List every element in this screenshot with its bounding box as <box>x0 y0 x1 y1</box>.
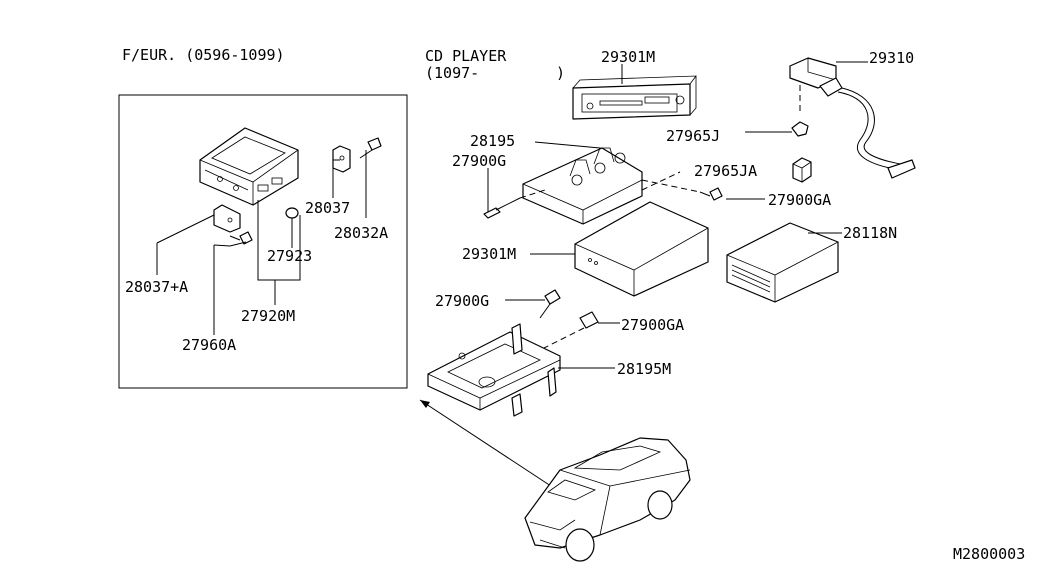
cd-unit-29301M <box>574 201 709 297</box>
label-27900GA-top: 27900GA <box>768 191 831 209</box>
screw-27960A <box>229 231 253 245</box>
label-27923: 27923 <box>267 247 312 265</box>
leader-28037A <box>156 214 215 244</box>
variant-inset-box <box>118 94 408 389</box>
label-29301M-top: 29301M <box>601 48 655 66</box>
cd-player-header: CD PLAYER <box>425 47 507 65</box>
label-27965JA: 27965JA <box>694 162 757 180</box>
label-28032A: 28032A <box>334 224 388 242</box>
label-29310: 29310 <box>869 49 914 67</box>
label-28037: 28037 <box>305 199 350 217</box>
knob-27923 <box>285 207 299 219</box>
bracket-28037-A <box>213 204 241 233</box>
bracket-28037 <box>332 145 351 173</box>
harness-29310 <box>789 57 916 179</box>
variant-header: F/EUR. (0596-1099) <box>122 46 285 64</box>
label-28118N: 28118N <box>843 224 897 242</box>
diagram-code: M2800003 <box>953 545 1025 563</box>
screw-27900GA-top <box>699 187 723 201</box>
label-28195M: 28195M <box>617 360 671 378</box>
cd-player-date-range: (1097- <box>425 64 479 82</box>
label-27960A: 27960A <box>182 336 236 354</box>
clip-27965J <box>791 121 809 137</box>
bracket-28195M <box>427 323 561 417</box>
label-28037-A: 28037+A <box>125 278 188 296</box>
label-27920M: 27920M <box>241 307 295 325</box>
cd-player-head-unit <box>572 75 697 120</box>
vehicle-illustration <box>524 437 691 562</box>
cd-magazine-28118N <box>726 222 839 303</box>
radio-unit-inset <box>199 127 299 206</box>
clip-27965JA <box>792 157 812 183</box>
screw-27900G-top <box>483 197 521 219</box>
screw-27900G-bottom <box>539 289 561 319</box>
cd-player-date-close: ) <box>556 64 565 82</box>
label-27900G-bottom: 27900G <box>435 292 489 310</box>
label-29301M-mid: 29301M <box>462 245 516 263</box>
screw-28032A <box>359 137 382 159</box>
screw-27900GA-bottom <box>579 311 599 329</box>
location-arrow <box>419 399 561 493</box>
label-27965J: 27965J <box>666 127 720 145</box>
label-27900G-top: 27900G <box>452 152 506 170</box>
label-28195: 28195 <box>470 132 515 150</box>
bracket-28195 <box>522 147 643 225</box>
label-27900GA-bottom: 27900GA <box>621 316 684 334</box>
